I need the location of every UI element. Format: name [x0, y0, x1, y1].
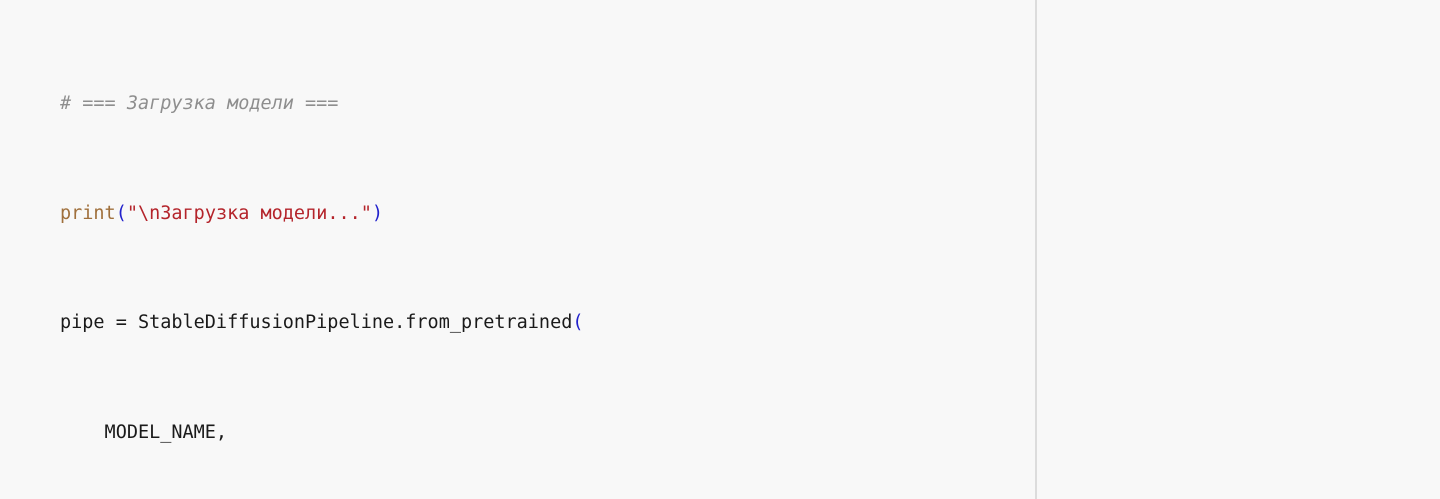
open-paren-token: ( [115, 202, 127, 224]
string-quote-close: " [360, 202, 372, 224]
python-code-block[interactable]: # === Загрузка модели === print("\nЗагру… [60, 8, 639, 499]
builtin-print-token: print [60, 202, 116, 224]
code-line-3[interactable]: pipe = StableDiffusionPipeline.from_pret… [60, 309, 639, 336]
code-editor-pane[interactable]: # === Загрузка модели === print("\nЗагру… [0, 0, 1036, 499]
string-quote-open: " [126, 202, 138, 224]
vertical-divider [1035, 0, 1037, 499]
code-line-2[interactable]: print("\nЗагрузка модели...") [60, 200, 639, 227]
code-line-4[interactable]: MODEL_NAME, [60, 419, 639, 446]
code-line-1[interactable]: # === Загрузка модели === [60, 90, 639, 117]
comment-token: # === Загрузка модели === [60, 93, 339, 115]
assignment-token: pipe = StableDiffusionPipeline.from_pret… [60, 312, 573, 334]
argument-token: MODEL_NAME, [60, 422, 228, 444]
escape-sequence-token: \n [137, 202, 161, 224]
close-paren-token: ) [371, 202, 384, 224]
string-body-token: Загрузка модели... [160, 202, 361, 224]
open-paren-token: ( [572, 312, 584, 334]
right-empty-pane [1037, 0, 1440, 499]
